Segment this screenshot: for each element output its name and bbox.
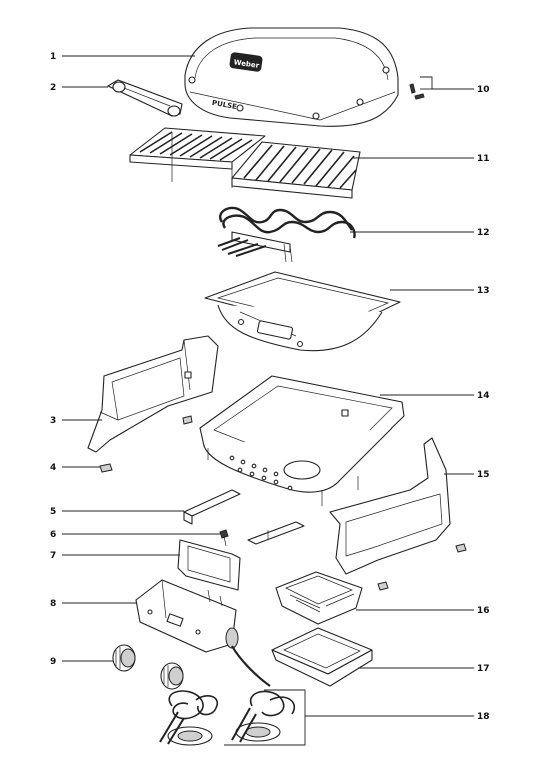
label-part-8: 8 <box>50 599 56 609</box>
part-handle <box>107 79 183 117</box>
label-part-9: 9 <box>50 657 56 667</box>
cookbox-vent-holes <box>229 455 293 491</box>
label-part-11: 11 <box>477 154 490 164</box>
label-part-6: 6 <box>50 530 56 540</box>
part-bracket <box>183 489 305 545</box>
label-part-4: 4 <box>50 463 56 473</box>
label-part-12: 12 <box>477 228 490 238</box>
label-part-17: 17 <box>477 664 490 674</box>
label-part-10: 10 <box>477 85 490 95</box>
part-foot <box>99 415 193 473</box>
label-part-5: 5 <box>50 507 56 517</box>
part-knobs <box>112 644 184 690</box>
part-catch-tray <box>271 627 373 687</box>
callout-lines <box>62 55 474 746</box>
label-part-15: 15 <box>477 470 490 480</box>
part-drip-pan <box>275 571 389 625</box>
label-part-16: 16 <box>477 606 490 616</box>
part-screws <box>409 83 425 100</box>
label-part-3: 3 <box>50 416 56 426</box>
part-cooking-grates <box>129 127 361 199</box>
part-inner-basin <box>204 271 401 352</box>
part-cookbox <box>199 375 405 506</box>
label-part-1: 1 <box>50 52 56 62</box>
label-part-13: 13 <box>477 286 490 296</box>
part-heating-element <box>217 206 356 263</box>
label-part-2: 2 <box>50 83 56 93</box>
lid-logo: Weber <box>233 58 260 70</box>
label-part-18: 18 <box>477 712 490 722</box>
part-lid: Weber PULSE <box>184 27 399 127</box>
part-control-box <box>135 579 271 687</box>
label-part-7: 7 <box>50 551 56 561</box>
part-left-leg <box>87 335 219 453</box>
part-bezel <box>177 539 241 591</box>
part-meat-probes <box>159 690 295 746</box>
part-number-labels: 1 2 3 4 5 6 7 8 9 10 11 12 13 14 15 16 1… <box>50 52 490 722</box>
label-part-14: 14 <box>477 391 490 401</box>
part-right-leg <box>329 437 467 575</box>
part-screw <box>219 529 229 547</box>
